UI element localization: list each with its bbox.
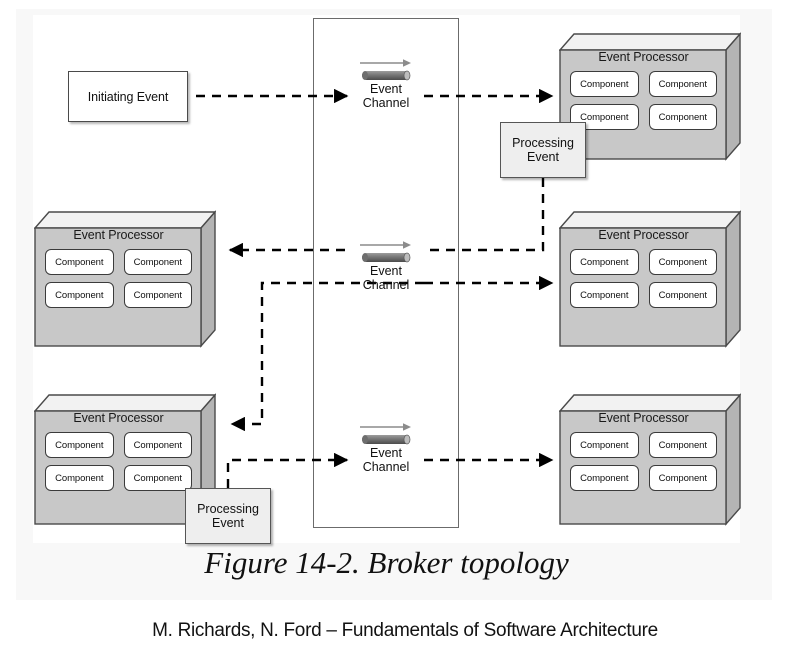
component-grid: Component Component Component Component	[570, 432, 717, 491]
component-item: Component	[45, 432, 114, 458]
event-processor-top-right: Event Processor Component Component Comp…	[559, 31, 741, 161]
event-channel-top-label: Event Channel	[362, 82, 410, 110]
component-item: Component	[648, 282, 717, 308]
processing-event-bottom: Processing Event	[185, 488, 271, 544]
channel-arrow-icon	[360, 241, 411, 249]
processor-content: Event Processor Component Component Comp…	[559, 220, 728, 348]
event-channel-middle-label: Event Channel	[362, 264, 410, 292]
channel-arrow-icon	[360, 423, 411, 431]
initiating-event-box: Initiating Event	[68, 71, 188, 122]
component-item: Component	[123, 282, 192, 308]
processor-title: Event Processor	[598, 228, 689, 242]
event-processor-bottom-right: Event Processor Component Component Comp…	[559, 392, 741, 526]
processor-content: Event Processor Component Component Comp…	[559, 403, 728, 526]
component-grid: Component Component Component Component	[570, 249, 717, 308]
event-broker-container	[313, 18, 459, 528]
processor-title: Event Processor	[73, 411, 164, 425]
processor-title: Event Processor	[598, 50, 689, 64]
processing-event-bottom-label: Processing Event	[197, 501, 259, 530]
event-channel-middle: Event Channel	[346, 240, 426, 292]
component-item: Component	[648, 249, 717, 275]
channel-arrow-icon	[360, 59, 411, 67]
event-channel-top: Event Channel	[346, 58, 426, 110]
component-item: Component	[648, 432, 717, 458]
event-channel-bottom-label: Event Channel	[362, 446, 410, 474]
component-item: Component	[123, 432, 192, 458]
initiating-event-label: Initiating Event	[87, 89, 169, 104]
component-item: Component	[45, 465, 114, 491]
event-processor-middle-right: Event Processor Component Component Comp…	[559, 209, 741, 348]
component-item: Component	[45, 282, 114, 308]
component-item: Component	[570, 432, 639, 458]
component-item: Component	[123, 465, 192, 491]
component-item: Component	[570, 282, 639, 308]
processing-event-top-label: Processing Event	[512, 135, 574, 164]
component-grid: Component Component Component Component	[570, 71, 717, 130]
component-grid: Component Component Component Component	[45, 432, 192, 491]
component-item: Component	[570, 104, 639, 130]
processing-event-top: Processing Event	[500, 122, 586, 178]
component-item: Component	[648, 104, 717, 130]
processor-title: Event Processor	[73, 228, 164, 242]
figure-attribution: M. Richards, N. Ford – Fundamentals of S…	[152, 620, 658, 641]
component-item: Component	[648, 465, 717, 491]
component-item: Component	[570, 71, 639, 97]
event-channel-bottom: Event Channel	[346, 422, 426, 474]
component-item: Component	[123, 249, 192, 275]
figure-caption: Figure 14-2. Broker topology	[204, 545, 569, 580]
processor-content: Event Processor Component Component Comp…	[559, 42, 728, 161]
component-item: Component	[45, 249, 114, 275]
processor-title: Event Processor	[598, 411, 689, 425]
channel-pipe-icon	[362, 252, 411, 263]
processor-content: Event Processor Component Component Comp…	[34, 220, 203, 348]
channel-pipe-icon	[362, 70, 411, 81]
event-processor-bottom-left: Event Processor Component Component Comp…	[34, 392, 216, 526]
channel-pipe-icon	[362, 434, 411, 445]
processor-content: Event Processor Component Component Comp…	[34, 403, 203, 526]
component-item: Component	[648, 71, 717, 97]
component-item: Component	[570, 249, 639, 275]
component-grid: Component Component Component Component	[45, 249, 192, 308]
component-item: Component	[570, 465, 639, 491]
event-processor-middle-left: Event Processor Component Component Comp…	[34, 209, 216, 348]
